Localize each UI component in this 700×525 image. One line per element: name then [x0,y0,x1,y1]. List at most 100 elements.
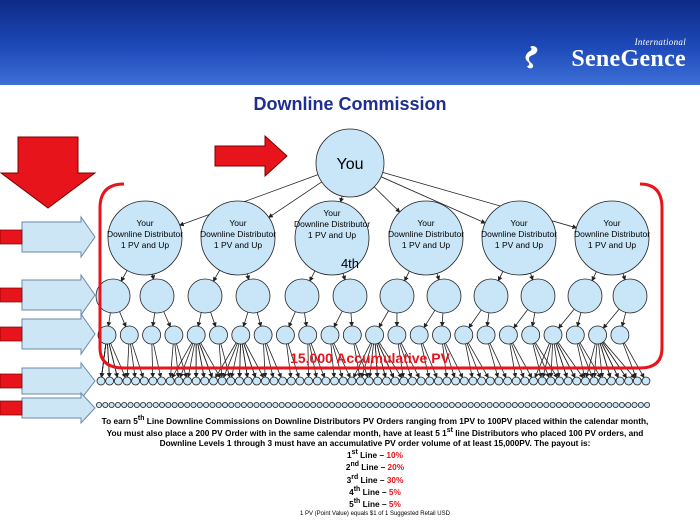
connector-arrow [213,269,221,282]
line5-node [631,401,638,408]
line3-node [565,325,585,345]
commission-rules: To earn 5th Line Downline Commissions on… [70,414,680,519]
line5-node [505,401,512,408]
line5-node [398,401,405,408]
line3-node [432,325,451,345]
connector-arrow [620,312,627,328]
connector-arrow [511,343,525,378]
line5-node [429,401,436,408]
connector-arrow [230,343,240,378]
line4-node [217,376,227,386]
line5-node [618,401,625,408]
line5-node [600,401,607,408]
connector-arrow [533,343,550,379]
pv-note: 1 PV (Point Value) equals $1 of 1 Sugges… [300,510,450,517]
payout-list: 1st Line – 10%2nd Line – 20%3rd Line – 3… [70,448,680,508]
connector-arrow [380,176,486,224]
distributor-label-line3: 1 PV and Up [588,240,636,250]
line5-node [480,401,487,408]
distributor-label-line3: 1 PV and Up [495,240,543,250]
line4-node [304,376,314,386]
connector-arrow [555,343,568,378]
line4-node [581,376,590,386]
line4-node [338,376,348,386]
line4-node [105,376,115,386]
connector-arrow [423,310,436,329]
connector-arrow [174,343,181,378]
connector-arrow [163,311,171,328]
distributor-label-line3: 1 PV and Up [308,230,356,240]
line4-node [511,376,521,386]
connector-arrow [215,342,237,379]
line5-node [102,401,109,408]
connector-arrow [349,312,354,327]
distributor-label-line3: 1 PV and Up [121,240,169,250]
line4-node [555,376,564,386]
line3-node [186,325,206,345]
line4-node [373,376,383,386]
line4-node [226,376,236,386]
rule-line-1: To earn 5th Line Downline Commissions on… [101,415,649,426]
connector-arrow [309,270,316,282]
connector-arrow [468,309,482,329]
connector-arrow [397,343,405,378]
connector-arrow [558,308,575,329]
connector-arrow [288,311,296,328]
line4-node [278,376,288,386]
line5-node [121,401,128,408]
connector-arrow [200,342,221,379]
line3-node [543,325,563,345]
line5-node [417,401,424,408]
line4-node [485,376,495,386]
line4-node [260,376,270,386]
connector-arrow [557,342,584,379]
line5-node [530,401,537,408]
connector-arrow [585,343,596,378]
line4-node [520,376,530,386]
distributor-label-line2: Downline Distributor [107,229,183,239]
line5-node [404,401,411,408]
line4-node [286,376,296,386]
line5-node [467,401,474,408]
rule-line-3: Downline Levels 1 through 3 must have an… [159,438,591,449]
line5-node [266,401,273,408]
connector-arrow [541,343,552,378]
connector-arrow [360,343,373,378]
line5-node [310,401,317,408]
line4-node [330,376,339,386]
header-banner [0,0,700,85]
connector-arrow [242,312,249,328]
connector-arrow [310,343,326,379]
connector-arrow [286,343,293,378]
seahorse-logo-icon [525,46,538,69]
connector-arrow [150,274,156,281]
line5-node [436,401,443,408]
line5-node [329,401,336,408]
logo-international: International [634,37,686,47]
line5-node [625,401,632,408]
connector-arrow [435,273,441,281]
connector-arrow [512,342,532,379]
line5-node [316,401,323,408]
line1-distributor-node [388,200,464,276]
connector-arrow [548,343,554,378]
line5-node [127,401,134,408]
line4-node [243,376,253,386]
line5-node [486,401,493,408]
line4-node [503,376,512,386]
line4-node [390,376,400,386]
level-4-arrow [21,361,96,401]
connector-arrow [222,343,238,379]
connector-arrow [603,341,636,379]
connector-arrow [268,181,322,218]
line5-node [537,401,544,408]
line5-node [555,401,562,408]
line5-node [360,401,367,408]
line2-node [473,278,509,314]
line1-distributor-node [481,200,557,276]
level-2-pct-tag [0,287,23,303]
line4-node [477,376,487,386]
line4-node [563,376,573,386]
line4-node [632,376,642,386]
distributor-label-line3: 1 PV and Up [402,240,450,250]
